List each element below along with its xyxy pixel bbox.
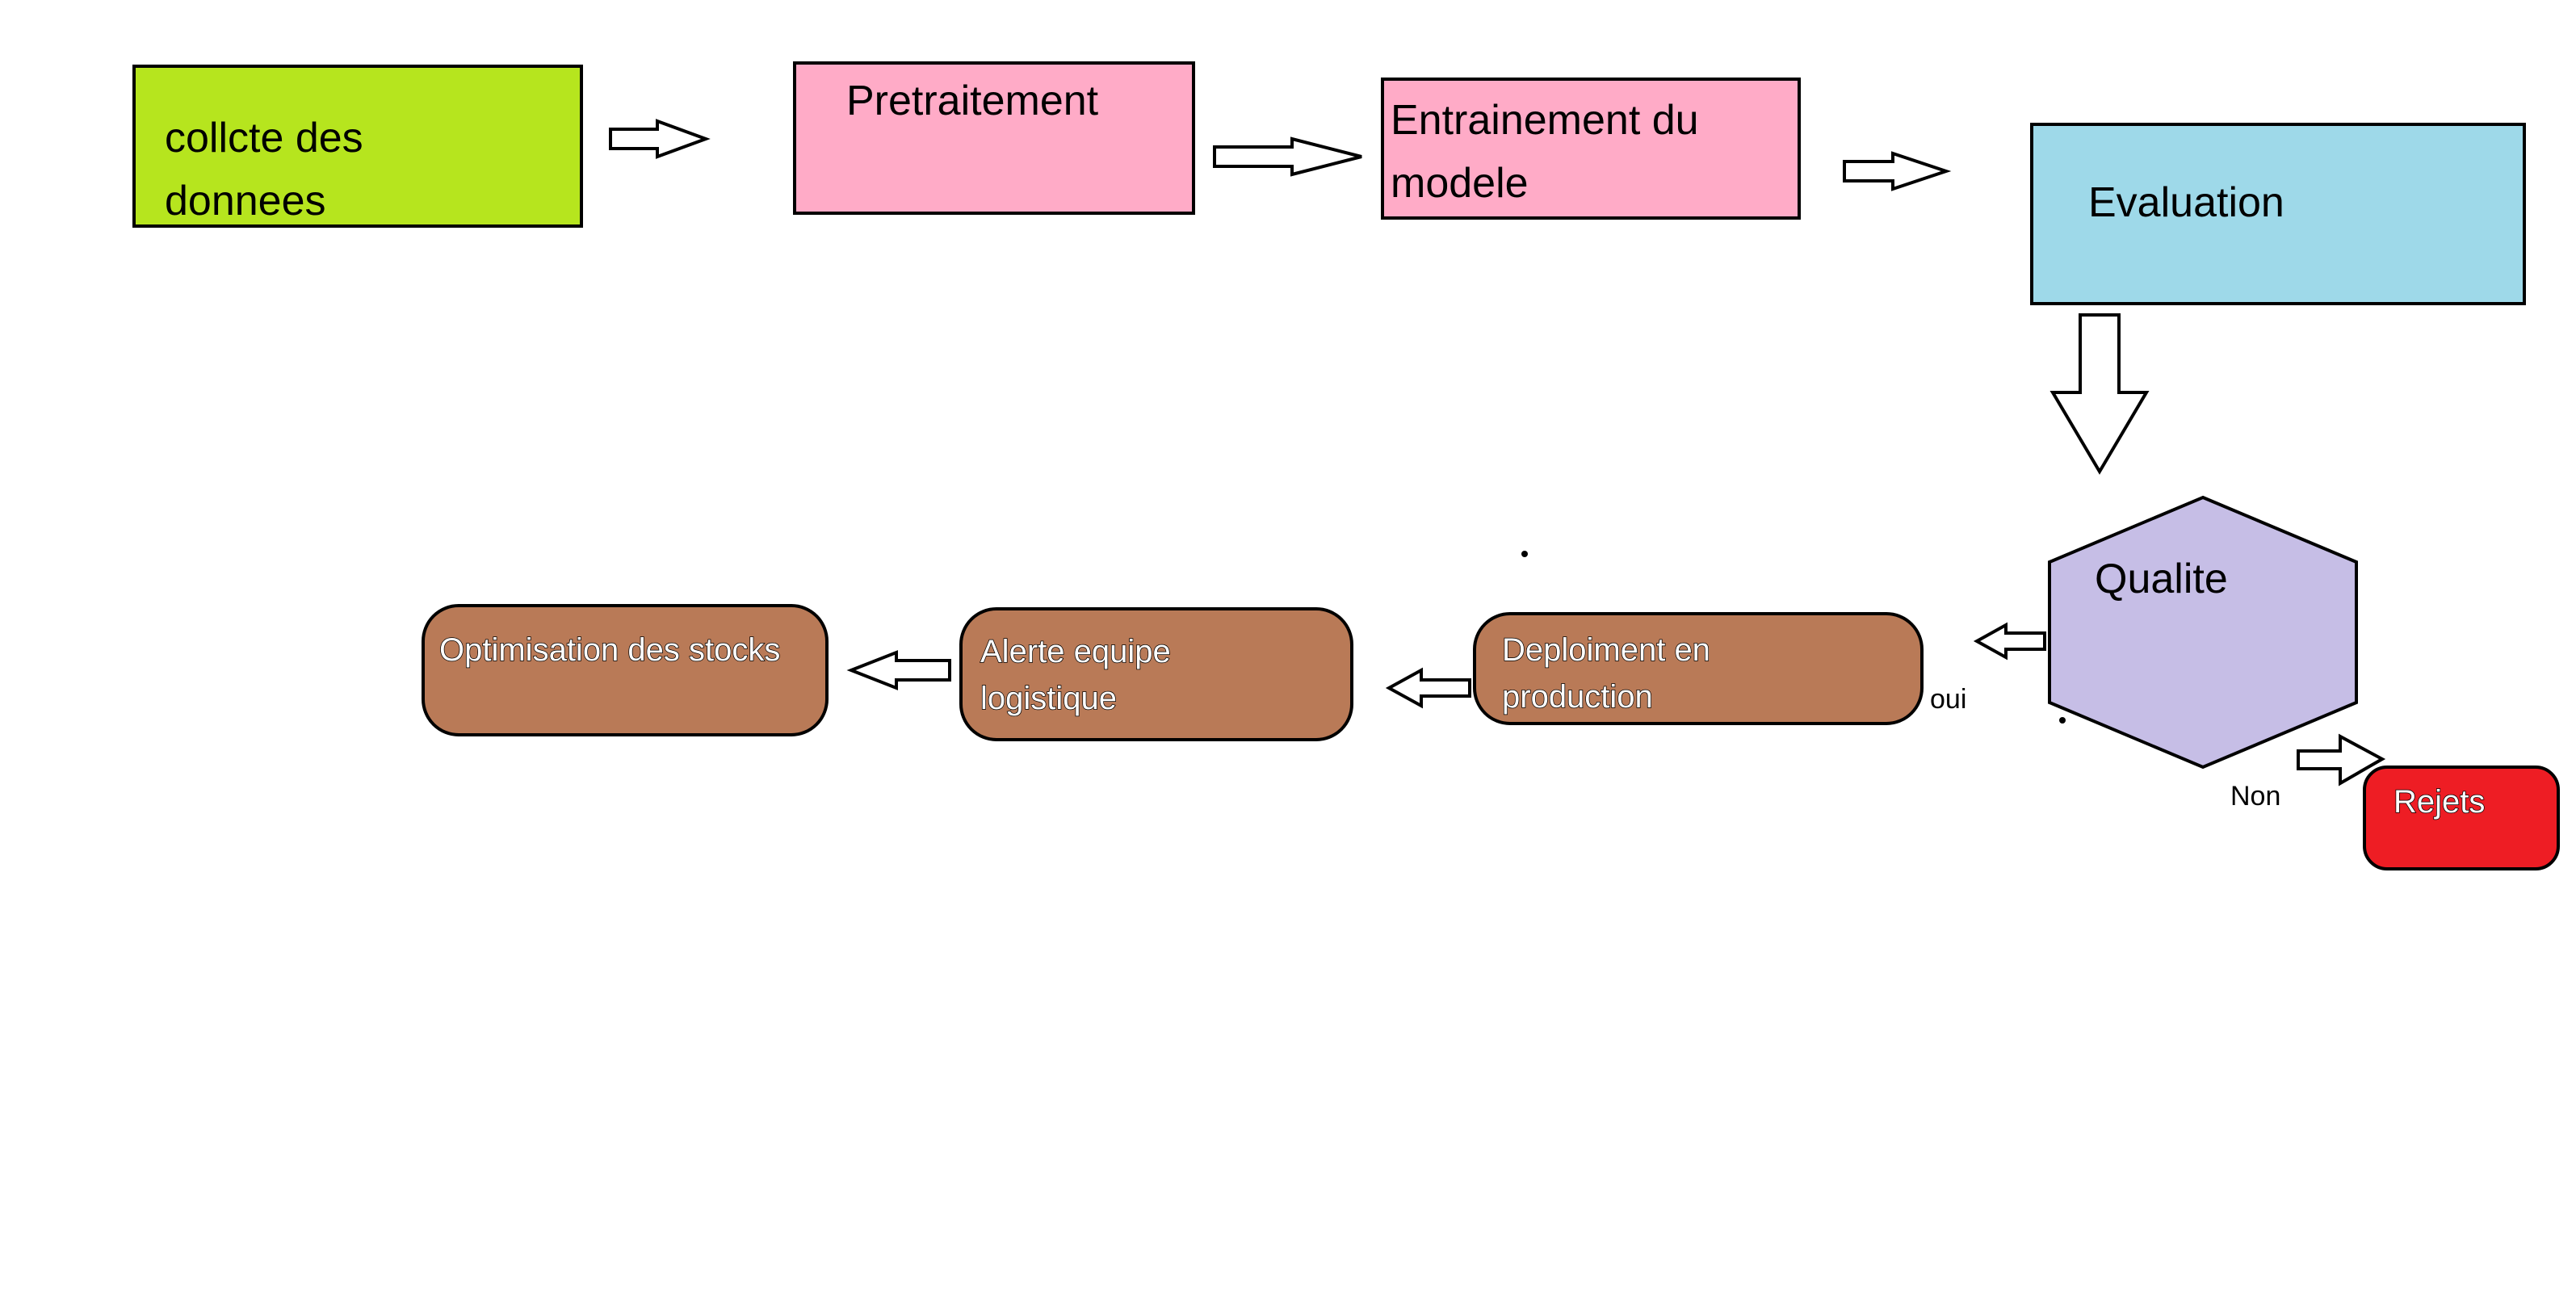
- entrainement-label-line1: Entrainement du: [1391, 97, 1699, 144]
- deploiement-box: [1473, 612, 1924, 725]
- optimisation-label: Optimisation des stocks: [438, 627, 819, 673]
- entrainement-label: Entrainement du modele: [1391, 89, 1794, 215]
- alerte-label-line2: logistique: [980, 680, 1118, 717]
- evaluation-label: Evaluation: [2088, 171, 2492, 234]
- stray-dot: [1521, 551, 1528, 557]
- arrow-evaluation-to-qualite: [2049, 313, 2150, 475]
- collecte-box: [132, 65, 583, 228]
- arrow-collecte-to-pretraitement: [609, 119, 711, 159]
- alerte-label: Alerte equipe logistique: [980, 628, 1336, 722]
- qualite-label: Qualite: [2095, 547, 2337, 610]
- optimisation-label-text: Optimisation des stocks: [438, 631, 781, 669]
- deploiement-label: Deploiment en production: [1501, 627, 1906, 720]
- arrow-qualite-to-rejets: [2297, 733, 2386, 787]
- collecte-label-line1: collcte des: [165, 115, 363, 162]
- qualite-hexagon: [2048, 495, 2358, 770]
- rejets-box: [2363, 766, 2560, 870]
- arrow-pretraitement-to-entrainement: [1213, 136, 1362, 177]
- arrow-qualite-to-deploiement: [1973, 622, 2046, 661]
- pretraitement-box: [793, 61, 1195, 215]
- stray-dot: [2059, 717, 2066, 724]
- qualite-label-text: Qualite: [2095, 556, 2228, 602]
- alerte-label-line1: Alerte equipe: [980, 633, 1171, 670]
- entrainement-label-line2: modele: [1391, 160, 1529, 207]
- deploiement-label-line1: Deploiment en: [1501, 631, 1710, 669]
- optimisation-box: [422, 604, 829, 736]
- entrainement-box: [1381, 78, 1801, 220]
- rejets-label-text: Rejets: [2393, 783, 2486, 820]
- deploiement-label-line2: production: [1501, 678, 1653, 715]
- arrow-deploiement-to-alerte: [1385, 667, 1471, 709]
- edge-label-non: Non: [2230, 781, 2281, 812]
- edge-label-oui: oui: [1930, 684, 1967, 715]
- evaluation-box: [2030, 123, 2526, 305]
- arrow-alerte-to-optimisation: [846, 650, 951, 690]
- collecte-label: collcte des donnees: [165, 107, 568, 233]
- collecte-label-line2: donnees: [165, 178, 326, 224]
- alerte-box: [959, 607, 1353, 741]
- evaluation-label-text: Evaluation: [2088, 179, 2284, 226]
- rejets-label: Rejets: [2393, 778, 2555, 825]
- pretraitement-label: Pretraitement: [846, 69, 1185, 132]
- arrow-entrainement-to-evaluation: [1843, 151, 1952, 191]
- pretraitement-label-text: Pretraitement: [846, 78, 1099, 124]
